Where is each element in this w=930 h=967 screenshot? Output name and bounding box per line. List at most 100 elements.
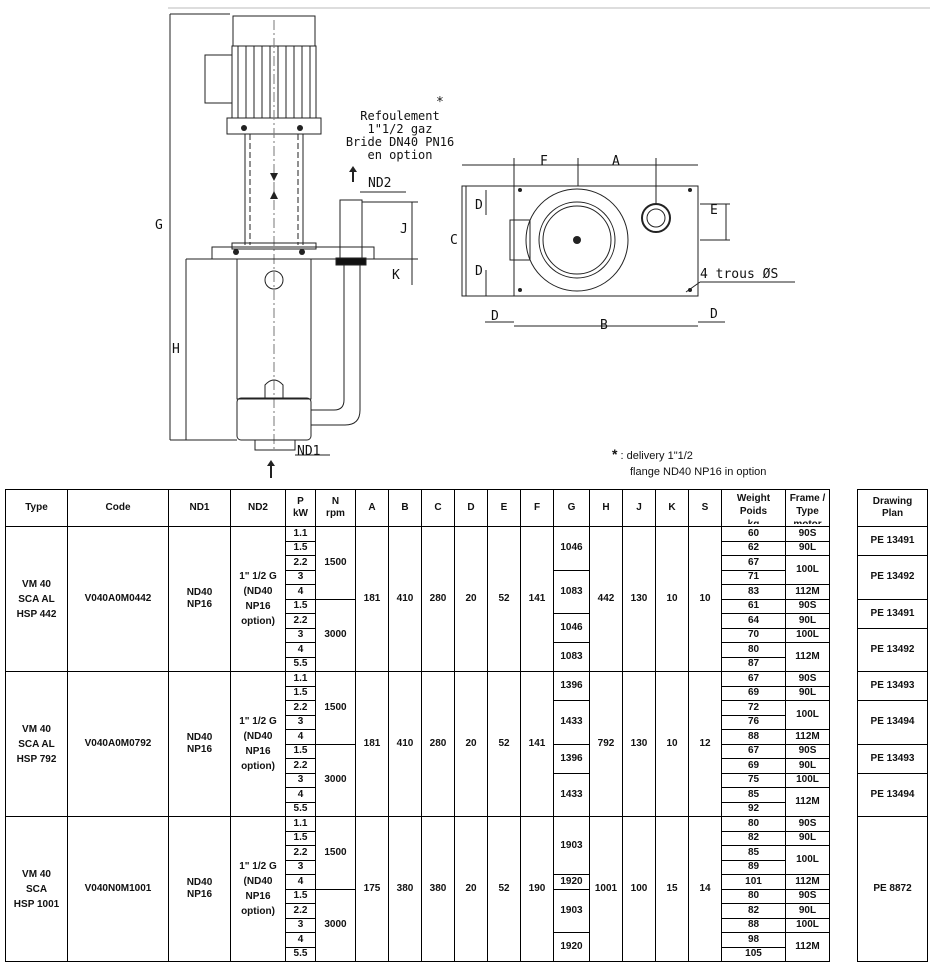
cell-h: 1001 [589,816,623,962]
header-g: G [553,489,590,527]
cell-weight: 62 [721,540,786,556]
cell-p: 2.2 [285,845,316,861]
cell-h: 442 [589,526,623,672]
header-p-label: P [297,496,304,507]
cell-weight: 85 [721,787,786,803]
cell-e: 52 [487,526,521,672]
header-frame: Frame /Typemotor [785,489,830,527]
header-d: D [454,489,488,527]
refoulement-label: Refoulement 1"1/2 gaz Bride DN40 PN16 en… [340,110,460,162]
cell-g: 1920 [553,932,590,962]
cell-p: 5.5 [285,946,316,962]
cell-frame: 90S [785,671,830,687]
label-nd2: ND2 [368,176,392,191]
cell-p: 4 [285,874,316,890]
cell-plan: PE 13491 [857,526,928,556]
cell-plan: PE 13494 [857,772,928,817]
cell-c: 380 [421,816,455,962]
cell-p: 5.5 [285,801,316,817]
nd2-line: (ND40 [243,876,273,887]
header-j: J [622,489,656,527]
cell-p: 4 [285,932,316,948]
cell-p: 1.5 [285,743,316,759]
cell-weight: 75 [721,772,786,788]
header-n-label: N [331,496,340,507]
header-frame-3: motor [786,518,829,524]
cell-g: 1433 [553,700,590,745]
cell-frame: 90S [785,888,830,904]
header-weight-unit: kg [722,518,785,524]
cell-c: 280 [421,526,455,672]
cell-weight: 71 [721,569,786,585]
cell-p: 1.5 [285,540,316,556]
cell-b: 410 [388,526,422,672]
cell-p: 3 [285,859,316,875]
cell-c: 280 [421,671,455,817]
header-nd1: ND1 [168,489,231,527]
cell-e: 52 [487,816,521,962]
cell-frame: 112M [785,584,830,600]
nd2-line: 1" 1/2 G [239,716,277,727]
header-p-unit: kW [293,508,308,519]
plan-row: PE 13491 [857,598,928,629]
label-d-bottom: D [475,264,483,279]
cell-g: 1083 [553,569,590,614]
header-weight: WeightPoidskg [721,489,786,527]
cell-n: 3000 [315,598,356,672]
header-plan-1: Drawing [872,496,913,507]
type-line: HSP 792 [16,753,57,765]
cell-frame: 100L [785,917,830,933]
cell-plan: PE 13494 [857,700,928,745]
cell-p: 4 [285,642,316,658]
plan-row: PE 13492 [857,627,928,672]
cell-weight: 60 [721,526,786,542]
cell-p: 1.5 [285,685,316,701]
nd1-line: ND40 [186,587,213,598]
cell-f: 190 [520,816,554,962]
cell-n: 3000 [315,743,356,817]
label-h: H [172,342,180,357]
note-star: * [612,446,618,462]
cell-p: 4 [285,787,316,803]
plan-row: PE 8872 [857,816,928,962]
nd2-line: (ND40 [243,731,273,742]
cell-frame: 90S [785,816,830,832]
type-line: HSP 442 [16,608,57,620]
cell-f: 141 [520,671,554,817]
nd1-line: NP16 [186,889,212,900]
cell-p: 2.2 [285,758,316,774]
cell-weight: 69 [721,758,786,774]
cell-frame: 90S [785,526,830,542]
cell-frame: 100L [785,555,830,585]
cell-a: 175 [355,816,389,962]
cell-frame: 100L [785,772,830,788]
cell-a: 181 [355,671,389,817]
label-c: C [450,233,458,248]
refoulement-line-2: 1"1/2 gaz [367,122,433,136]
label-f: F [540,154,548,169]
header-s: S [688,489,722,527]
cell-code: V040N0M1001 [67,816,169,962]
label-g: G [155,218,163,233]
cell-g: 1046 [553,613,590,643]
cell-weight: 88 [721,729,786,745]
cell-frame: 90L [785,830,830,846]
cell-frame: 100L [785,700,830,730]
header-type: Type [5,489,68,527]
cell-p: 5.5 [285,656,316,672]
cell-f: 141 [520,526,554,672]
